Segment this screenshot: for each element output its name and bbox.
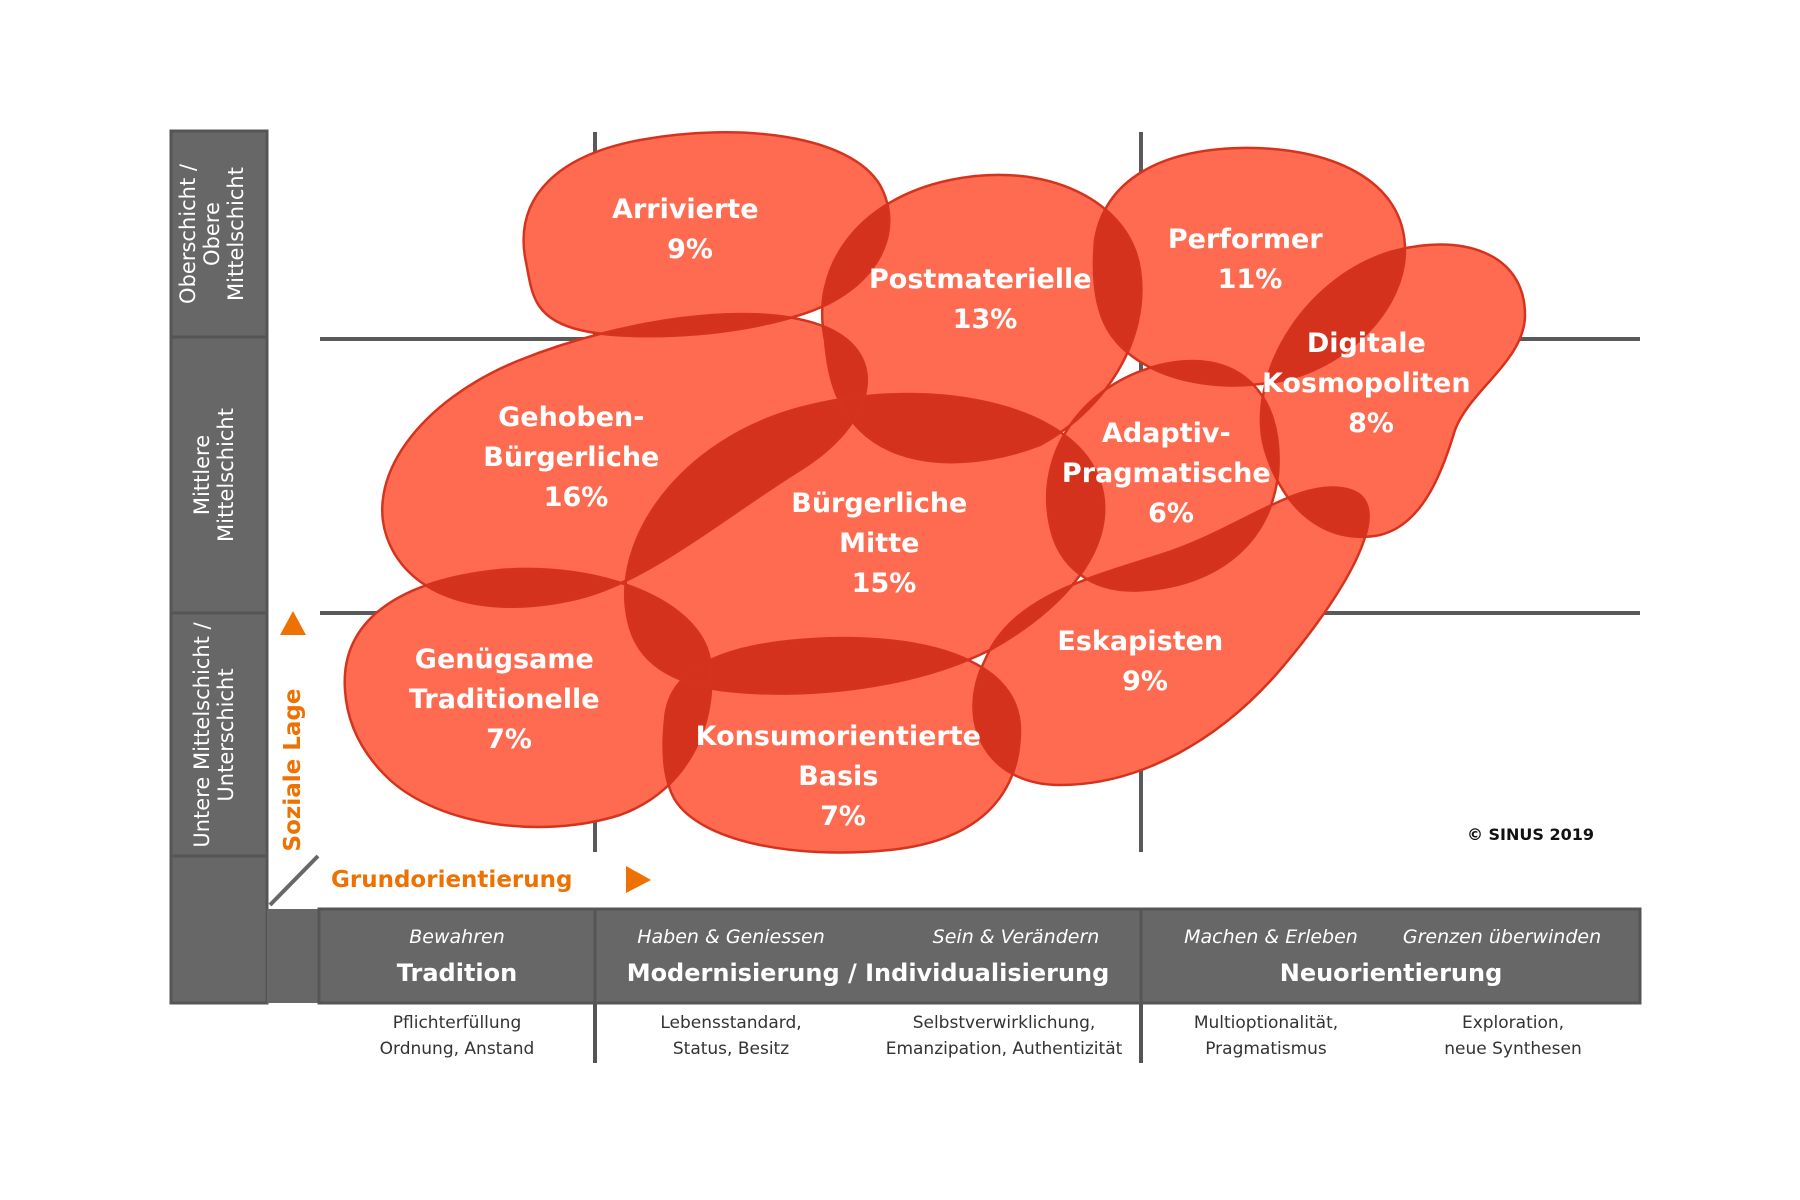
milieu-label-arrivierte: Arrivierte 9%	[612, 194, 768, 265]
milieu-outline	[1092, 146, 1407, 387]
column-box-neuorientierung	[1139, 907, 1642, 1005]
value-tradition-line-2: Ordnung, Anstand	[380, 1039, 535, 1059]
milieu-label-eskapisten: Eskapisten 9%	[1057, 626, 1232, 697]
milieu-shape-genuegsame-traditionelle[interactable]	[344, 568, 712, 828]
milieu-shape-eskapisten[interactable]	[973, 487, 1369, 785]
column-title-tradition: Tradition	[397, 959, 517, 987]
milieu-label-gehoben-buergerliche: Gehoben- Bürgerliche 16%	[483, 402, 669, 513]
column-box-modernisierung	[593, 907, 1143, 1005]
value-grenzen-line-1: Exploration,	[1462, 1013, 1564, 1033]
milieu-shape-arrivierte[interactable]	[523, 132, 890, 337]
svg-text:Unterschicht: Unterschicht	[214, 668, 238, 801]
milieu-outline	[522, 131, 891, 338]
value-sein-line-1: Selbstverwirklichung,	[913, 1013, 1096, 1033]
milieu-label-genuegsame-traditionelle: Genügsame Traditionelle 7%	[409, 644, 609, 755]
milieu-outline	[343, 567, 713, 829]
milieu-shape-gehoben-buergerliche[interactable]	[382, 313, 867, 607]
row-box-middle	[169, 335, 269, 615]
svg-text:Mittelschicht: Mittelschicht	[224, 167, 248, 301]
value-machen-line-2: Pragmatismus	[1205, 1039, 1327, 1059]
column-labels: Bewahren Tradition Haben & Geniessen Sei…	[397, 926, 1601, 987]
value-descriptions: Pflichterfüllung Ordnung, Anstand Lebens…	[380, 1013, 1582, 1059]
milieu-outline	[662, 636, 1022, 854]
milieu-outline	[381, 312, 869, 608]
row-box-lower	[169, 611, 269, 858]
svg-text:Untere Mittelschicht /: Untere Mittelschicht /	[190, 621, 214, 847]
milieu-label-postmaterielle: Postmaterielle 13%	[869, 264, 1101, 335]
vertical-axis-arrow-icon	[280, 611, 306, 635]
column-sub-machen-erleben: Machen & Erleben	[1184, 926, 1358, 948]
milieu-outline	[972, 486, 1370, 787]
milieu-outline	[623, 392, 1106, 695]
column-axis-frame	[317, 907, 1642, 1005]
value-haben-line-1: Lebensstandard,	[660, 1013, 801, 1033]
milieu-label-performer: Performer 11%	[1168, 224, 1332, 295]
milieu-label-buergerliche-mitte: Bürgerliche Mitte 15%	[791, 488, 977, 599]
svg-text:Mittelschicht: Mittelschicht	[214, 408, 238, 542]
svg-text:Mittlere: Mittlere	[190, 435, 214, 515]
column-box-tradition	[317, 907, 597, 1005]
milieu-overlap	[1260, 244, 1405, 386]
milieu-outline-layer	[343, 131, 1527, 854]
column-sub-haben-geniessen: Haben & Geniessen	[637, 926, 825, 948]
value-sein-line-2: Emanzipation, Authentizität	[886, 1039, 1123, 1059]
horizontal-axis-arrow-icon	[626, 866, 651, 893]
column-title-neuorientierung: Neuorientierung	[1280, 959, 1503, 987]
row-label-lower: Untere Mittelschicht / Unterschicht	[190, 621, 238, 847]
horizontal-axis-label: Grundorientierung	[331, 867, 572, 893]
column-sub-sein-veraendern: Sein & Verändern	[933, 926, 1100, 948]
milieu-labels: Arrivierte 9% Postmaterielle 13% Perform…	[409, 194, 1480, 832]
column-title-modernisierung: Modernisierung / Individualisierung	[627, 959, 1110, 987]
value-machen-line-1: Multioptionalität,	[1194, 1013, 1338, 1033]
corner-box	[169, 854, 269, 1005]
value-haben-line-2: Status, Besitz	[673, 1039, 789, 1059]
milieu-label-adaptiv-pragmatische: Adaptiv- Pragmatische 6%	[1062, 418, 1280, 529]
column-sub-grenzen-ueberwinden: Grenzen überwinden	[1403, 926, 1601, 948]
value-grenzen-line-2: neue Synthesen	[1444, 1039, 1582, 1059]
row-axis-frame	[169, 129, 319, 1005]
milieu-shape-postmaterielle[interactable]	[822, 174, 1142, 463]
copyright-notice: © SINUS 2019	[1467, 825, 1594, 844]
svg-text:Oberschicht /: Oberschicht /	[176, 163, 200, 304]
milieu-outline	[820, 173, 1143, 464]
axis-origin-diagonal	[268, 854, 320, 907]
row-box-upper	[169, 129, 269, 339]
corner-box-joint	[267, 909, 319, 1003]
milieu-label-digitale-kosmopoliten: Digitale Kosmopoliten 8%	[1262, 328, 1480, 439]
value-tradition-line-1: Pflichterfüllung	[393, 1013, 521, 1033]
vertical-axis-label: Soziale Lage	[280, 689, 306, 852]
svg-text:Obere: Obere	[200, 202, 224, 266]
column-sub-bewahren: Bewahren	[409, 926, 505, 948]
milieu-outline	[1045, 359, 1280, 592]
row-label-middle: Mittlere Mittelschicht	[190, 408, 238, 542]
row-label-upper: Oberschicht / Obere Mittelschicht	[176, 163, 248, 304]
milieu-label-konsumorientierte-basis: Konsumorientierte Basis 7%	[696, 721, 991, 832]
